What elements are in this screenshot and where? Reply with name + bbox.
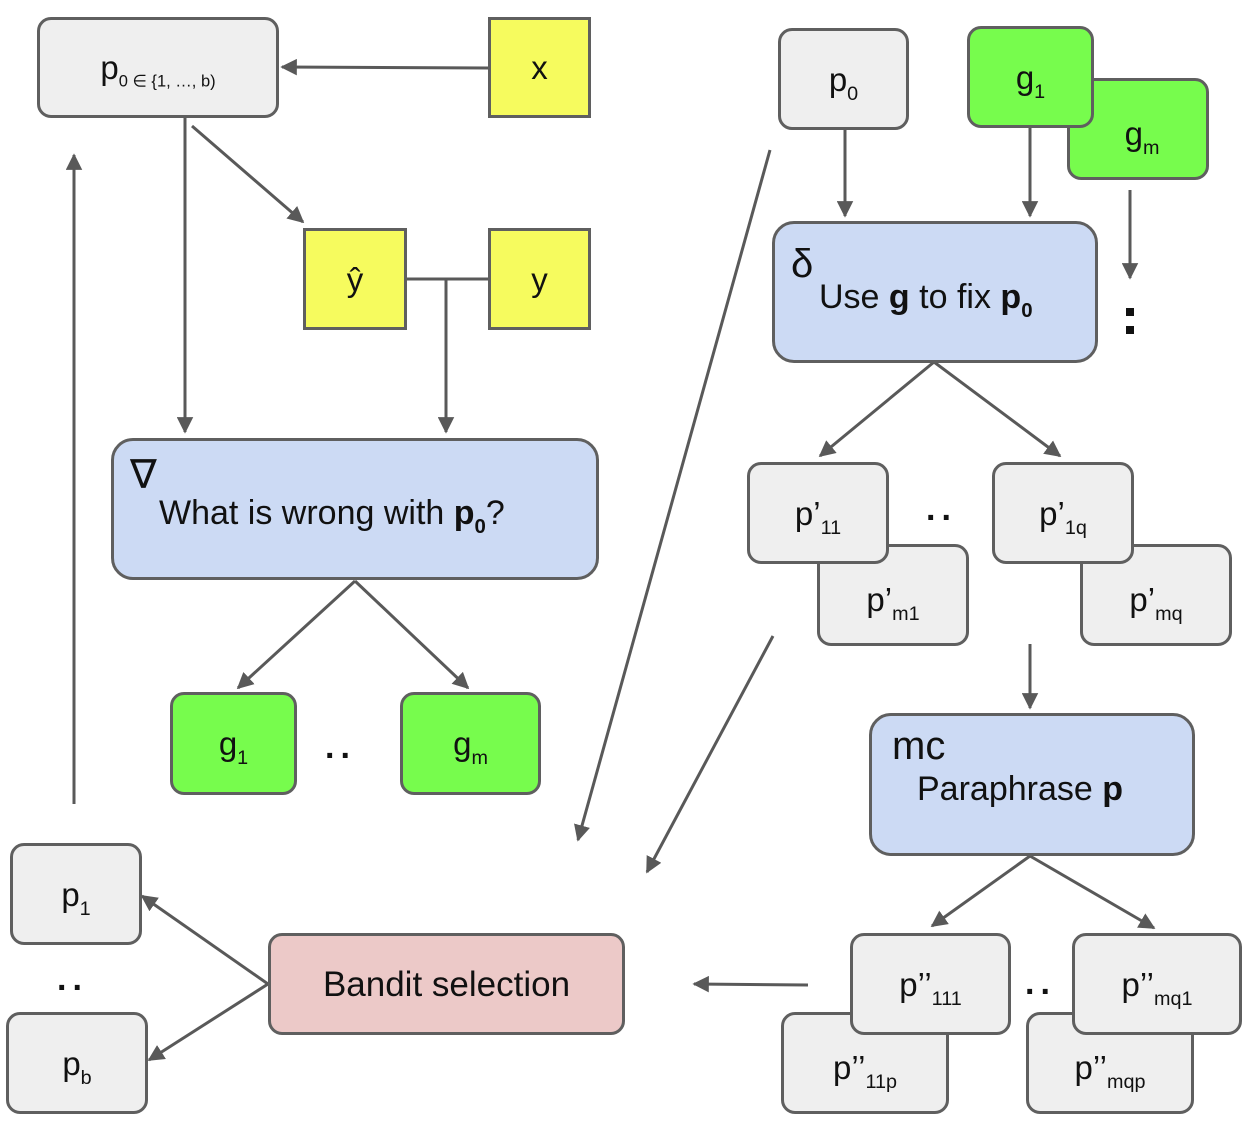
arrow-bandit-to-pb (147, 982, 269, 1062)
pb-label: pb (62, 1044, 92, 1089)
p-prime-1q-label: p’1q (1039, 494, 1087, 539)
mc-node: mc Paraphrase p (869, 713, 1195, 856)
pb-node: pb (6, 1012, 148, 1114)
ellipsis-g-left: .. (325, 728, 356, 766)
gradient-text: What is wrong with p0? (159, 494, 505, 539)
delta-node: δ Use g to fix p0 (772, 221, 1098, 363)
arrow-p0-to-yhat (191, 124, 305, 224)
p-double-111-node: p’’111 (850, 933, 1011, 1035)
x-label: x (531, 49, 548, 86)
bandit-selection-node: Bandit selection (268, 933, 625, 1035)
p-double-mqp-label: p’’mqp (1074, 1048, 1146, 1093)
delta-text: Use g to fix p0 (819, 278, 1033, 323)
g1-label-left: g1 (218, 725, 249, 769)
p1-label: p1 (61, 875, 91, 920)
ellipsis-p-bandit: .. (57, 960, 88, 998)
gm-node-left: gm (400, 692, 541, 795)
g1-node-right: g1 (967, 26, 1094, 128)
ellipsis-p-double: .. (1025, 964, 1056, 1002)
p0-set-node: p0 ∈ {1, …, b) (37, 17, 279, 118)
nabla-symbol: ∇ (130, 453, 157, 497)
mc-text: Paraphrase p (917, 770, 1124, 808)
p-double-111-label: p’’111 (899, 965, 962, 1010)
vertical-ellipsis (1126, 308, 1134, 344)
arrow-x-to-p0 (280, 58, 489, 76)
arrow-bandit-to-p1 (140, 894, 269, 986)
delta-symbol: δ (791, 242, 814, 286)
arrow-pdouble-to-bandit (692, 975, 809, 993)
arrow-grad-to-g1 (236, 579, 357, 690)
y-node: y (488, 228, 591, 330)
p-double-mq1-label: p’’mq1 (1121, 965, 1193, 1010)
arrow-grad-to-gm (353, 579, 470, 690)
yhat-label: ŷ (346, 260, 364, 298)
ellipsis-p-prime: .. (926, 490, 957, 528)
arrow-delta-to-p1q (933, 360, 1062, 458)
arrow-delta-to-p11 (818, 360, 935, 458)
p-prime-11-node: p’11 (747, 462, 889, 564)
arrow-pprime-to-bandit (645, 635, 775, 874)
bandit-selection-label: Bandit selection (322, 964, 571, 1004)
p0-set-label: p0 ∈ {1, …, b) (100, 49, 216, 91)
p-prime-11-label: p’11 (794, 494, 842, 539)
p0-label-right: p0 (828, 60, 859, 105)
arrow-p0-to-bandit (574, 149, 772, 842)
p-double-mq1-node: p’’mq1 (1072, 933, 1242, 1035)
gm-label-left: gm (453, 725, 488, 769)
p1-node: p1 (10, 843, 142, 945)
yhat-node: ŷ (303, 228, 407, 330)
arrow-mc-to-p111 (930, 854, 1031, 928)
p-prime-m1-label: p’m1 (866, 580, 920, 625)
p0-node-right: p0 (778, 28, 909, 130)
arrow-mc-to-pmq1 (1029, 854, 1156, 930)
gradient-node: ∇ What is wrong with p0? (111, 438, 599, 580)
g1-node-left: g1 (170, 692, 297, 795)
g1-label-right: g1 (1015, 58, 1046, 103)
x-node: x (488, 17, 591, 118)
p-prime-1q-node: p’1q (992, 462, 1134, 564)
gm-label-right: gm (1124, 114, 1160, 159)
p-double-11p-label: p’’11p (833, 1048, 897, 1093)
y-label: y (531, 260, 548, 298)
mc-symbol: mc (892, 724, 946, 768)
p-prime-mq-label: p’mq (1129, 580, 1183, 625)
